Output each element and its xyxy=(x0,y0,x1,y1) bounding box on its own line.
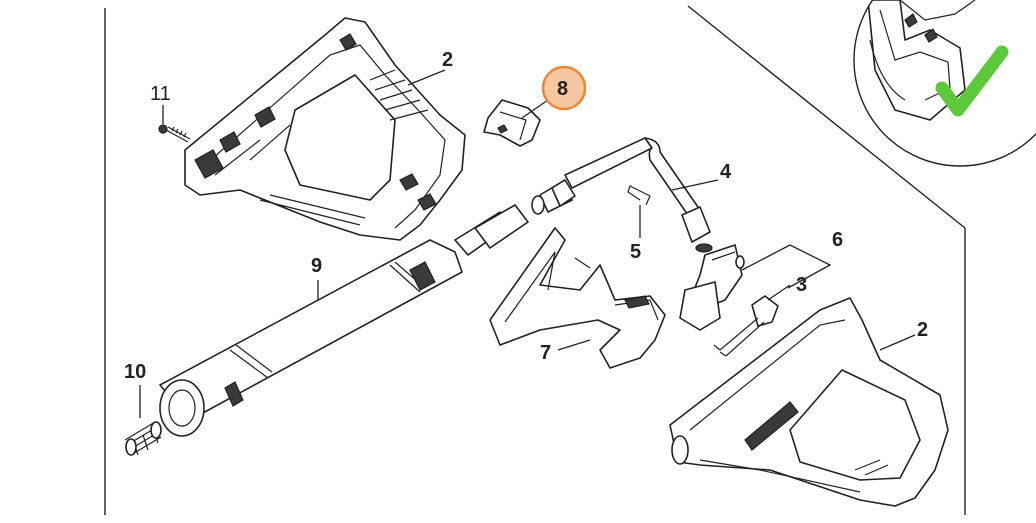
callout-6: 6 xyxy=(832,229,843,251)
callout-10: 10 xyxy=(124,361,146,383)
callout-8: 8 xyxy=(557,78,568,100)
checkmark-icon xyxy=(935,45,1009,117)
part-5-clip xyxy=(627,185,651,206)
part-10-spring xyxy=(124,421,162,456)
part-4-lance xyxy=(531,137,713,253)
callout-9: 9 xyxy=(311,255,322,277)
callout-5: 5 xyxy=(630,241,641,263)
callout-7: 7 xyxy=(540,342,551,364)
callout-2-bottom: 2 xyxy=(917,319,928,341)
callout-3: 3 xyxy=(796,274,807,296)
leader-lines xyxy=(139,69,916,418)
part-2-housing-top xyxy=(184,17,466,241)
part-11-screw xyxy=(158,124,191,143)
part-7-trigger xyxy=(489,227,666,369)
callout-4: 4 xyxy=(720,161,732,183)
callout-8-highlight xyxy=(541,65,587,111)
part-8-clip xyxy=(483,99,541,147)
part-9-tube xyxy=(159,204,529,437)
part-3-pin xyxy=(713,295,779,357)
inset-detail xyxy=(853,0,1036,167)
callout-11: 11 xyxy=(150,83,171,105)
diagonal-frame-line xyxy=(687,5,966,229)
part-2-housing-bottom xyxy=(669,297,949,507)
callout-2-top: 2 xyxy=(442,49,453,71)
part-6-valve xyxy=(679,244,745,331)
